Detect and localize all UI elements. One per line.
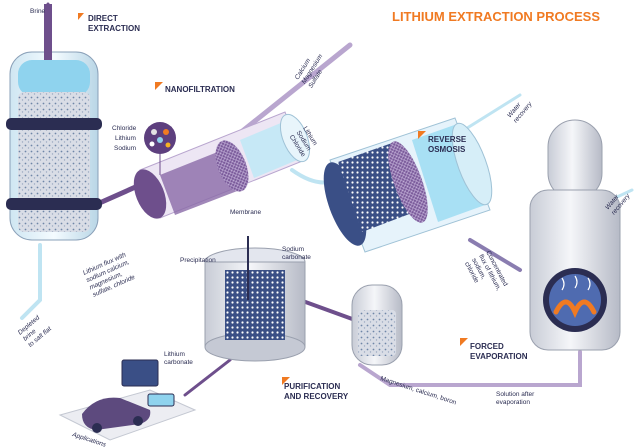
pipe-extraction-to-nanofiltration xyxy=(92,182,143,208)
pipe-to-precipitation xyxy=(298,298,357,322)
label-lithium-flux: Lithium flux with sodium calcium, magnes… xyxy=(82,251,139,299)
label-solution-after: Solution after evaporation xyxy=(496,391,536,406)
pipe-depleted-brine xyxy=(20,243,42,320)
ion-magnifier xyxy=(144,122,176,175)
direct-extraction-column xyxy=(6,4,102,241)
marker-direct-extraction xyxy=(78,13,84,20)
marker-nanofiltration xyxy=(155,82,163,90)
evaporation-tower xyxy=(529,119,621,351)
label-sodium-carbonate: Sodium carbonate xyxy=(282,246,311,261)
pipe-ro-to-evaporator xyxy=(468,238,522,272)
pipe-solution-after-evaporation xyxy=(358,350,582,387)
step-reverse-osmosis: REVERSE OSMOSIS xyxy=(428,135,468,154)
marker-purification xyxy=(282,377,290,385)
step-forced-evaporation: FORCED EVAPORATION xyxy=(470,342,528,361)
page-title: LITHIUM EXTRACTION PROCESS xyxy=(392,9,600,24)
precipitation-tank xyxy=(204,236,306,362)
label-chloride: Chloride xyxy=(112,125,137,132)
label-lithium-carbonate: Lithium carbonate xyxy=(164,351,193,366)
pipe-lithium-carbonate xyxy=(183,358,232,397)
label-membrane: Membrane xyxy=(230,209,261,216)
solution-tank xyxy=(351,284,403,366)
step-nanofiltration: NANOFILTRATION xyxy=(165,85,235,94)
nanofiltration-unit xyxy=(133,111,311,219)
reverse-osmosis-unit xyxy=(323,117,493,253)
step-direct-extraction: DIRECT EXTRACTION xyxy=(88,14,140,33)
step-markers xyxy=(78,13,468,385)
label-sodium: Sodium xyxy=(114,145,136,152)
marker-forced-evaporation xyxy=(460,338,468,346)
marker-reverse-osmosis xyxy=(418,131,426,139)
label-brine: Brine xyxy=(30,8,46,15)
label-precipitation: Precipitation xyxy=(180,257,216,264)
label-magnesium-calcium-boron: Magnesium, calcium, boron xyxy=(379,375,457,406)
label-lithium: Lithium xyxy=(115,135,136,142)
applications-illustration xyxy=(58,359,197,441)
step-purification: PURIFICATION AND RECOVERY xyxy=(284,382,349,401)
label-concentrated-flux: Concentrated flux of lithium, sodium, ch… xyxy=(463,250,510,301)
